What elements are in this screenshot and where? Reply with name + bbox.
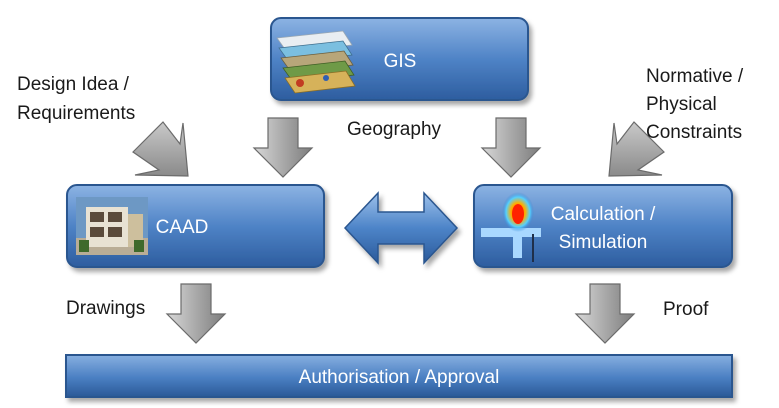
normative-label-line1: Normative / (646, 66, 744, 87)
calculation-box (473, 184, 733, 268)
proof-label: Proof (663, 299, 709, 320)
authorisation-bar (65, 354, 733, 398)
geography-label: Geography (347, 119, 442, 140)
caad-to-authorisation-arrow (165, 283, 227, 344)
calculation-to-authorisation-arrow (574, 283, 636, 344)
gis-to-calculation-arrow (480, 117, 542, 178)
design-idea-label-line1: Design Idea / (17, 74, 130, 95)
gis-to-caad-arrow (252, 117, 314, 178)
gis-layers-image (276, 30, 356, 94)
calculation-label-line1: Calculation / (551, 204, 656, 225)
normative-constraints-arrow (608, 121, 665, 177)
design-idea-label-line2: Requirements (17, 103, 135, 124)
design-idea-arrow (132, 121, 189, 177)
gis-label: GIS (384, 51, 417, 72)
caad-label: CAAD (156, 217, 209, 238)
authorisation-label: Authorisation / Approval (299, 367, 500, 388)
normative-label-line3: Constraints (646, 122, 742, 143)
normative-label-line2: Physical (646, 94, 717, 115)
simulation-heatmap-image (481, 192, 541, 262)
drawings-label: Drawings (66, 298, 145, 319)
building-render-image (76, 197, 148, 255)
calculation-label-line2: Simulation (559, 232, 648, 253)
bidirectional-arrow (343, 191, 459, 265)
